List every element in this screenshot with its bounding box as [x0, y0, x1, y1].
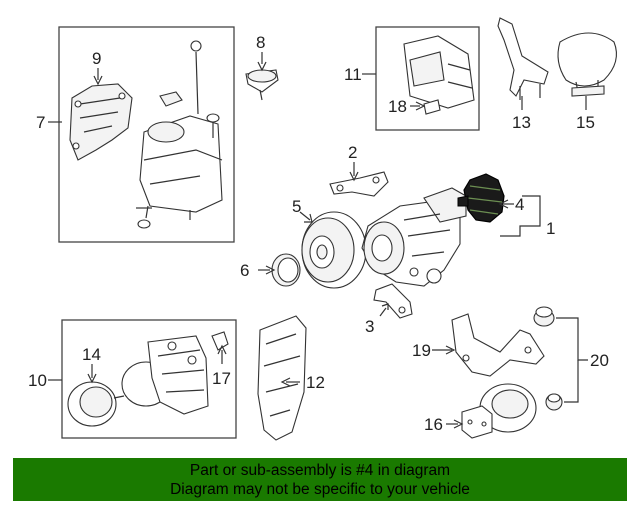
part-18-connector[interactable] — [423, 99, 441, 115]
part-reservoir-tank[interactable] — [136, 40, 223, 229]
callout-10: 10 — [28, 371, 47, 390]
callout-15: 15 — [576, 113, 595, 132]
callout-3: 3 — [365, 317, 374, 336]
part-6-cover[interactable] — [271, 253, 301, 287]
callout-2: 2 — [348, 143, 357, 162]
part-19-bracket[interactable] — [451, 313, 545, 377]
part-11-control-module[interactable] — [403, 35, 475, 109]
callout-7: 7 — [36, 113, 45, 132]
callout-16: 16 — [424, 415, 443, 434]
callout-14: 14 — [82, 345, 101, 364]
callout-12: 12 — [306, 373, 325, 392]
banner-line-2: Diagram may not be specific to your vehi… — [170, 481, 470, 498]
module-group-box — [375, 26, 480, 131]
part-1-pump[interactable] — [361, 187, 467, 287]
part-9-heat-shield[interactable] — [69, 83, 133, 161]
valve-group-box — [61, 319, 237, 439]
banner-line-1: Part or sub-assembly is #4 in diagram — [189, 462, 451, 479]
leader-lines — [48, 52, 588, 429]
callout-20: 20 — [590, 351, 609, 370]
part-14-accumulator[interactable] — [67, 381, 125, 427]
callout-1: 1 — [546, 219, 555, 238]
callout-8: 8 — [256, 33, 265, 52]
callout-13: 13 — [512, 113, 531, 132]
part-20-cap-top[interactable] — [533, 306, 555, 327]
callout-4: 4 — [515, 195, 524, 214]
part-13-bracket[interactable] — [497, 17, 549, 100]
callout-19: 19 — [412, 341, 431, 360]
part-3-bracket[interactable] — [373, 283, 413, 319]
part-2-bracket[interactable] — [329, 171, 389, 197]
reservoir-group-box — [58, 26, 235, 243]
info-banner: Part or sub-assembly is #4 in diagram Di… — [13, 458, 627, 501]
part-8-cap[interactable] — [245, 69, 279, 101]
callout-18: 18 — [388, 97, 407, 116]
part-12-shield[interactable] — [257, 315, 307, 441]
part-17-sensor[interactable] — [211, 331, 229, 351]
callout-5: 5 — [292, 197, 301, 216]
callout-11: 11 — [344, 65, 362, 84]
part-16-accumulator[interactable] — [461, 383, 537, 439]
part-valve-block[interactable] — [121, 335, 209, 415]
callout-17: 17 — [212, 369, 231, 388]
part-15-accumulator[interactable] — [557, 32, 617, 97]
callout-labels: 1 2 3 4 5 6 7 8 9 10 11 12 13 14 15 16 1… — [28, 33, 609, 434]
part-5-pulley[interactable] — [301, 211, 367, 289]
callout-6: 6 — [240, 261, 249, 280]
part-20-cap-bottom[interactable] — [545, 393, 563, 411]
part-4-reservoir-highlighted[interactable] — [457, 173, 505, 223]
callout-9: 9 — [92, 49, 101, 68]
